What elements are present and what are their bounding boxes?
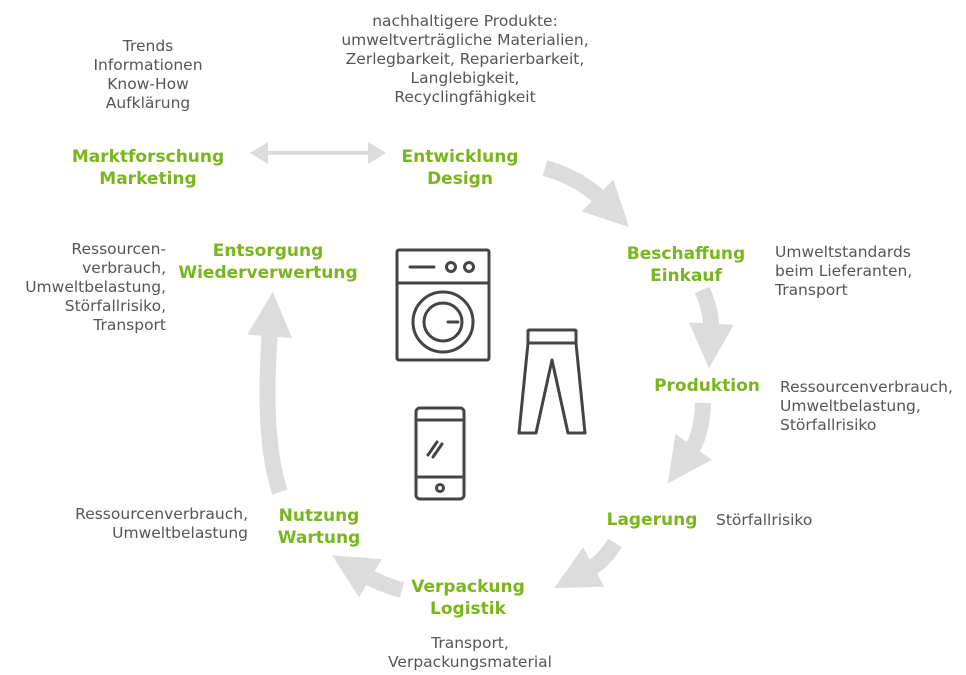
note-nutzung: Ressourcenverbrauch, Umweltbelastung [40,505,248,543]
note-line: Transport, [431,634,509,652]
stage-line: Verpackung [411,577,525,597]
note-line: Zerlegbarkeit, Reparierbarkeit, [345,50,585,68]
note-verpackung: Transport, Verpackungsmaterial [370,634,570,672]
note-line: Umweltbelastung, [25,278,166,296]
stage-nutzung: Nutzung Wartung [264,505,374,549]
arrow-beschaffung-produktion [688,286,734,369]
stage-line: Marktforschung [71,147,225,167]
stage-line: Produktion [654,376,760,396]
note-lagerung: Störfallrisiko [716,511,856,530]
stage-line: Marketing [99,169,197,189]
stage-line: Lagerung [606,510,698,530]
arrow-verpackung-nutzung [332,555,405,598]
note-line: Ressourcenverbrauch, [75,505,248,523]
note-beschaffung: Umweltstandards beim Lieferanten, Transp… [775,243,955,300]
jeans-icon [517,328,587,435]
stage-verpackung: Verpackung Logistik [396,576,540,620]
note-marktforschung: Trends Informationen Know-How Aufklärung [68,37,228,113]
arrow-nutzung-entsorgung [247,291,292,495]
note-line: Umweltstandards [775,243,911,261]
stage-line: Entwicklung [401,147,519,167]
note-line: Langlebigkeit, [410,69,520,87]
note-line: Umweltbelastung [112,524,248,542]
note-produktion: Ressourcenverbrauch, Umweltbelastung, St… [780,378,962,435]
double-arrow [250,142,386,164]
stage-line: Einkauf [650,266,722,286]
stage-beschaffung: Beschaffung Einkauf [622,243,750,287]
note-line: Trends [122,37,174,55]
note-line: Informationen [93,56,203,74]
stage-line: Entsorgung [212,241,324,261]
arrow-produktion-lagerung [667,402,712,484]
stage-entwicklung: Entwicklung Design [388,146,532,190]
note-line: beim Lieferanten, [775,262,913,280]
note-line: Aufklärung [105,94,191,112]
stage-line: Wiederverwertung [178,263,358,283]
note-line: Störfallrisiko, [64,297,166,315]
stage-marktforschung: Marktforschung Marketing [52,146,244,190]
stage-entsorgung: Entsorgung Wiederverwertung [168,240,368,284]
note-line: Umweltbelastung, [780,397,921,415]
note-line: Know-How [107,75,189,93]
note-line: Recyclingfähigkeit [394,88,536,106]
note-line: verbrauch, [82,259,166,277]
note-line: Verpackungsmaterial [388,653,552,671]
stage-line: Beschaffung [626,244,746,264]
note-line: Störfallrisiko [780,416,877,434]
note-line: Ressourcen- [71,240,166,258]
note-entwicklung: nachhaltigere Produkte: umweltverträglic… [320,12,610,107]
note-line: Störfallrisiko [716,511,813,529]
stage-line: Logistik [430,599,506,619]
smartphone-icon [414,406,466,501]
note-line: Ressourcenverbrauch, [780,378,953,396]
washing-machine-icon [395,248,491,362]
stage-line: Nutzung [278,506,360,526]
note-line: Transport [775,281,848,299]
stage-line: Wartung [277,528,361,548]
stage-lagerung: Lagerung [600,509,704,531]
note-line: umweltverträgliche Materialien, [341,31,589,49]
note-line: nachhaltigere Produkte: [372,12,558,30]
arrow-lagerung-verpackung [554,538,622,589]
arrow-entwicklung-beschaffung [542,160,630,228]
note-entsorgung: Ressourcen- verbrauch, Umweltbelastung, … [4,240,166,335]
stage-line: Design [427,169,493,189]
stage-produktion: Produktion [644,375,770,397]
note-line: Transport [93,316,166,334]
